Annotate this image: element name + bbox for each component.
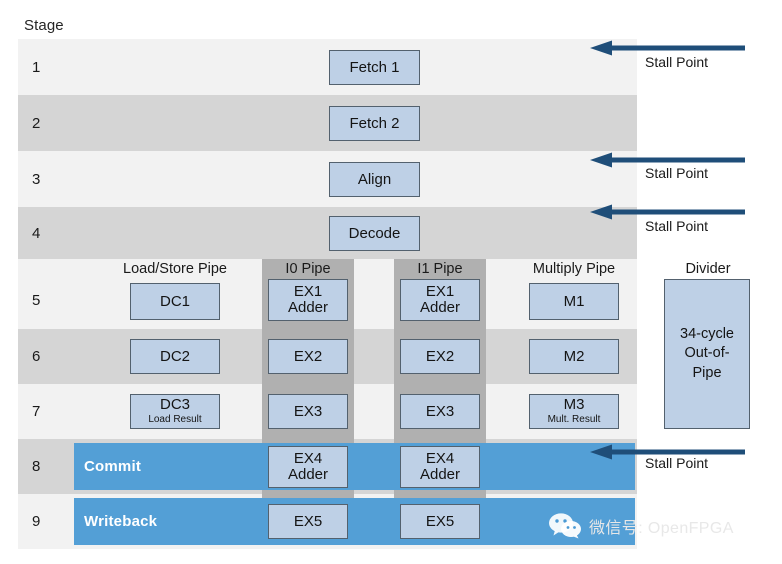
row-band-stage-1 <box>18 39 637 95</box>
stall-point-label-stage-3: Stall Point <box>645 165 709 181</box>
unit-box-i1-ex4[interactable]: EX4 Adder <box>400 446 480 488</box>
stage-number-3: 3 <box>32 171 41 188</box>
watermark-text: 微信号: OpenFPGA <box>589 520 734 537</box>
column-header-i1-pipe: I1 Pipe <box>417 261 463 277</box>
unit-box-i1-ex3[interactable]: EX3 <box>400 394 480 429</box>
unit-box-label: Align <box>357 170 392 188</box>
commit-band <box>74 443 635 490</box>
stall-point-label-stage-1: Stall Point <box>645 54 709 70</box>
unit-box-label: EX3 <box>425 402 455 420</box>
unit-box-label: DC3 <box>159 396 190 414</box>
unit-box-sublabel: Adder <box>287 466 329 483</box>
unit-box-label: Fetch 1 <box>349 58 400 76</box>
row-band-stage-3 <box>18 151 637 207</box>
column-header-multiply-pipe: Multiply Pipe <box>532 261 616 277</box>
unit-box-decode[interactable]: Decode <box>329 216 420 251</box>
unit-box-i0-ex4[interactable]: EX4 Adder <box>268 446 348 488</box>
column-header-load-store-pipe: Load/Store Pipe <box>123 261 227 277</box>
unit-box-m1[interactable]: M1 <box>529 283 619 320</box>
stall-arrow-stage-3 <box>590 151 745 169</box>
stage-number-8: 8 <box>32 458 41 475</box>
writeback-band <box>74 498 635 545</box>
unit-box-label: Fetch 2 <box>349 114 400 132</box>
unit-box-i0-ex5[interactable]: EX5 <box>268 504 348 539</box>
unit-box-dc3[interactable]: DC3 Load Result <box>130 394 220 429</box>
unit-box-i1-ex5[interactable]: EX5 <box>400 504 480 539</box>
unit-box-fetch-2[interactable]: Fetch 2 <box>329 106 420 141</box>
unit-box-sublabel: Mult. Result <box>547 414 601 426</box>
unit-box-sublabel: Adder <box>419 299 461 316</box>
unit-box-label: Decode <box>348 224 401 242</box>
unit-box-label: DC1 <box>159 292 190 310</box>
unit-box-sublabel: Load Result <box>148 414 202 426</box>
stall-point-label-stage-8: Stall Point <box>645 455 709 471</box>
unit-box-sublabel: Adder <box>419 466 461 483</box>
unit-box-fetch-1[interactable]: Fetch 1 <box>329 50 420 85</box>
unit-box-label: EX3 <box>293 402 323 420</box>
stage-number-5: 5 <box>32 292 41 309</box>
unit-box-align[interactable]: Align <box>329 162 420 197</box>
watermark: 微信号: OpenFPGA <box>548 512 734 540</box>
row-band-stage-4 <box>18 207 637 259</box>
divider-line-3: Pipe <box>692 364 722 381</box>
column-header-i0-pipe: I0 Pipe <box>285 261 331 277</box>
unit-box-label: EX4 <box>425 450 455 468</box>
unit-box-label: EX2 <box>425 347 455 365</box>
unit-box-dc2[interactable]: DC2 <box>130 339 220 374</box>
unit-box-label: EX5 <box>425 512 455 530</box>
commit-label: Commit <box>84 458 142 475</box>
unit-box-label: EX1 <box>293 283 323 301</box>
stall-arrow-stage-4 <box>590 203 745 221</box>
stall-arrow-stage-1 <box>590 39 745 57</box>
unit-box-label: EX5 <box>293 512 323 530</box>
column-header-divider: Divider <box>685 261 731 277</box>
unit-box-sublabel: Adder <box>287 299 329 316</box>
unit-box-label: EX4 <box>293 450 323 468</box>
unit-box-i1-ex1[interactable]: EX1 Adder <box>400 279 480 321</box>
unit-box-i0-ex1[interactable]: EX1 Adder <box>268 279 348 321</box>
divider-line-2: Out-of- <box>684 345 730 362</box>
row-band-stage-2 <box>18 95 637 151</box>
unit-box-m3[interactable]: M3 Mult. Result <box>529 394 619 429</box>
unit-box-label: DC2 <box>159 347 190 365</box>
unit-box-label: EX2 <box>293 347 323 365</box>
stage-number-2: 2 <box>32 115 41 132</box>
stall-arrow-stage-8 <box>590 443 745 461</box>
unit-box-i0-ex2[interactable]: EX2 <box>268 339 348 374</box>
unit-box-divider[interactable]: 34-cycle Out-of- Pipe <box>664 279 750 429</box>
unit-box-i0-ex3[interactable]: EX3 <box>268 394 348 429</box>
writeback-label: Writeback <box>84 513 158 530</box>
unit-box-dc1[interactable]: DC1 <box>130 283 220 320</box>
unit-box-i1-ex2[interactable]: EX2 <box>400 339 480 374</box>
unit-box-label: M3 <box>563 396 585 414</box>
stage-number-4: 4 <box>32 225 41 242</box>
unit-box-label: M1 <box>563 292 585 310</box>
divider-line-1: 34-cycle <box>680 326 734 343</box>
stage-number-9: 9 <box>32 513 41 530</box>
stage-number-1: 1 <box>32 59 41 76</box>
stall-point-label-stage-4: Stall Point <box>645 218 709 234</box>
stage-number-7: 7 <box>32 403 41 420</box>
wechat-icon <box>548 512 582 540</box>
unit-box-m2[interactable]: M2 <box>529 339 619 374</box>
stage-caption: Stage <box>24 17 64 34</box>
unit-box-label: EX1 <box>425 283 455 301</box>
stage-number-6: 6 <box>32 348 41 365</box>
unit-box-label: M2 <box>563 347 585 365</box>
